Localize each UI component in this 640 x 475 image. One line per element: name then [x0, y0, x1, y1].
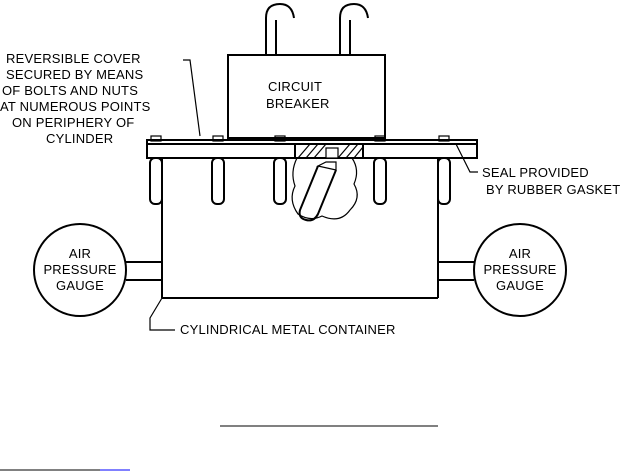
gasket-seal [294, 143, 364, 159]
right-gauge-line-1: AIR [509, 246, 531, 261]
left-gauge-line-2: PRESSURE [43, 262, 116, 277]
cover-label-line-6: CYLINDER [46, 131, 113, 146]
left-gauge-label: AIR PRESSURE GAUGE [43, 246, 116, 293]
cover-label: REVERSIBLE COVER SECURED BY MEANS OF BOL… [0, 51, 151, 146]
seal-label: SEAL PROVIDED BY RUBBER GASKET [482, 165, 620, 197]
cover-label-line-2: SECURED BY MEANS [6, 67, 143, 82]
cover-plate [146, 139, 478, 159]
cover-label-line-5: ON PERIPHERY OF [12, 115, 134, 130]
container-label: CYLINDRICAL METAL CONTAINER [180, 322, 396, 337]
bolt-heads [150, 135, 450, 142]
right-gauge-label: AIR PRESSURE GAUGE [483, 246, 556, 293]
leader-lines [149, 59, 478, 331]
breaker-label: CIRCUIT BREAKER [266, 79, 330, 111]
breaker-cutaway [291, 157, 358, 222]
circuit-breaker-box [227, 54, 386, 139]
cover-label-line-4: AT NUMEROUS POINTS [0, 99, 151, 114]
breaker-label-line-2: BREAKER [266, 96, 330, 111]
seal-label-line-2: BY RUBBER GASKET [486, 182, 620, 197]
seal-label-line-1: SEAL PROVIDED [482, 165, 589, 180]
right-gauge [438, 223, 567, 317]
right-gauge-line-3: GAUGE [496, 278, 544, 293]
right-gauge-line-2: PRESSURE [483, 262, 556, 277]
breaker-terminals [265, 2, 369, 55]
cover-label-line-3: OF BOLTS AND NUTS [2, 83, 138, 98]
left-gauge-line-3: GAUGE [56, 278, 104, 293]
cover-label-line-1: REVERSIBLE COVER [6, 51, 141, 66]
left-gauge [33, 223, 162, 317]
cylindrical-container [161, 158, 439, 299]
breaker-label-line-1: CIRCUIT [268, 79, 322, 94]
bolts [149, 157, 451, 205]
left-gauge-line-1: AIR [69, 246, 91, 261]
